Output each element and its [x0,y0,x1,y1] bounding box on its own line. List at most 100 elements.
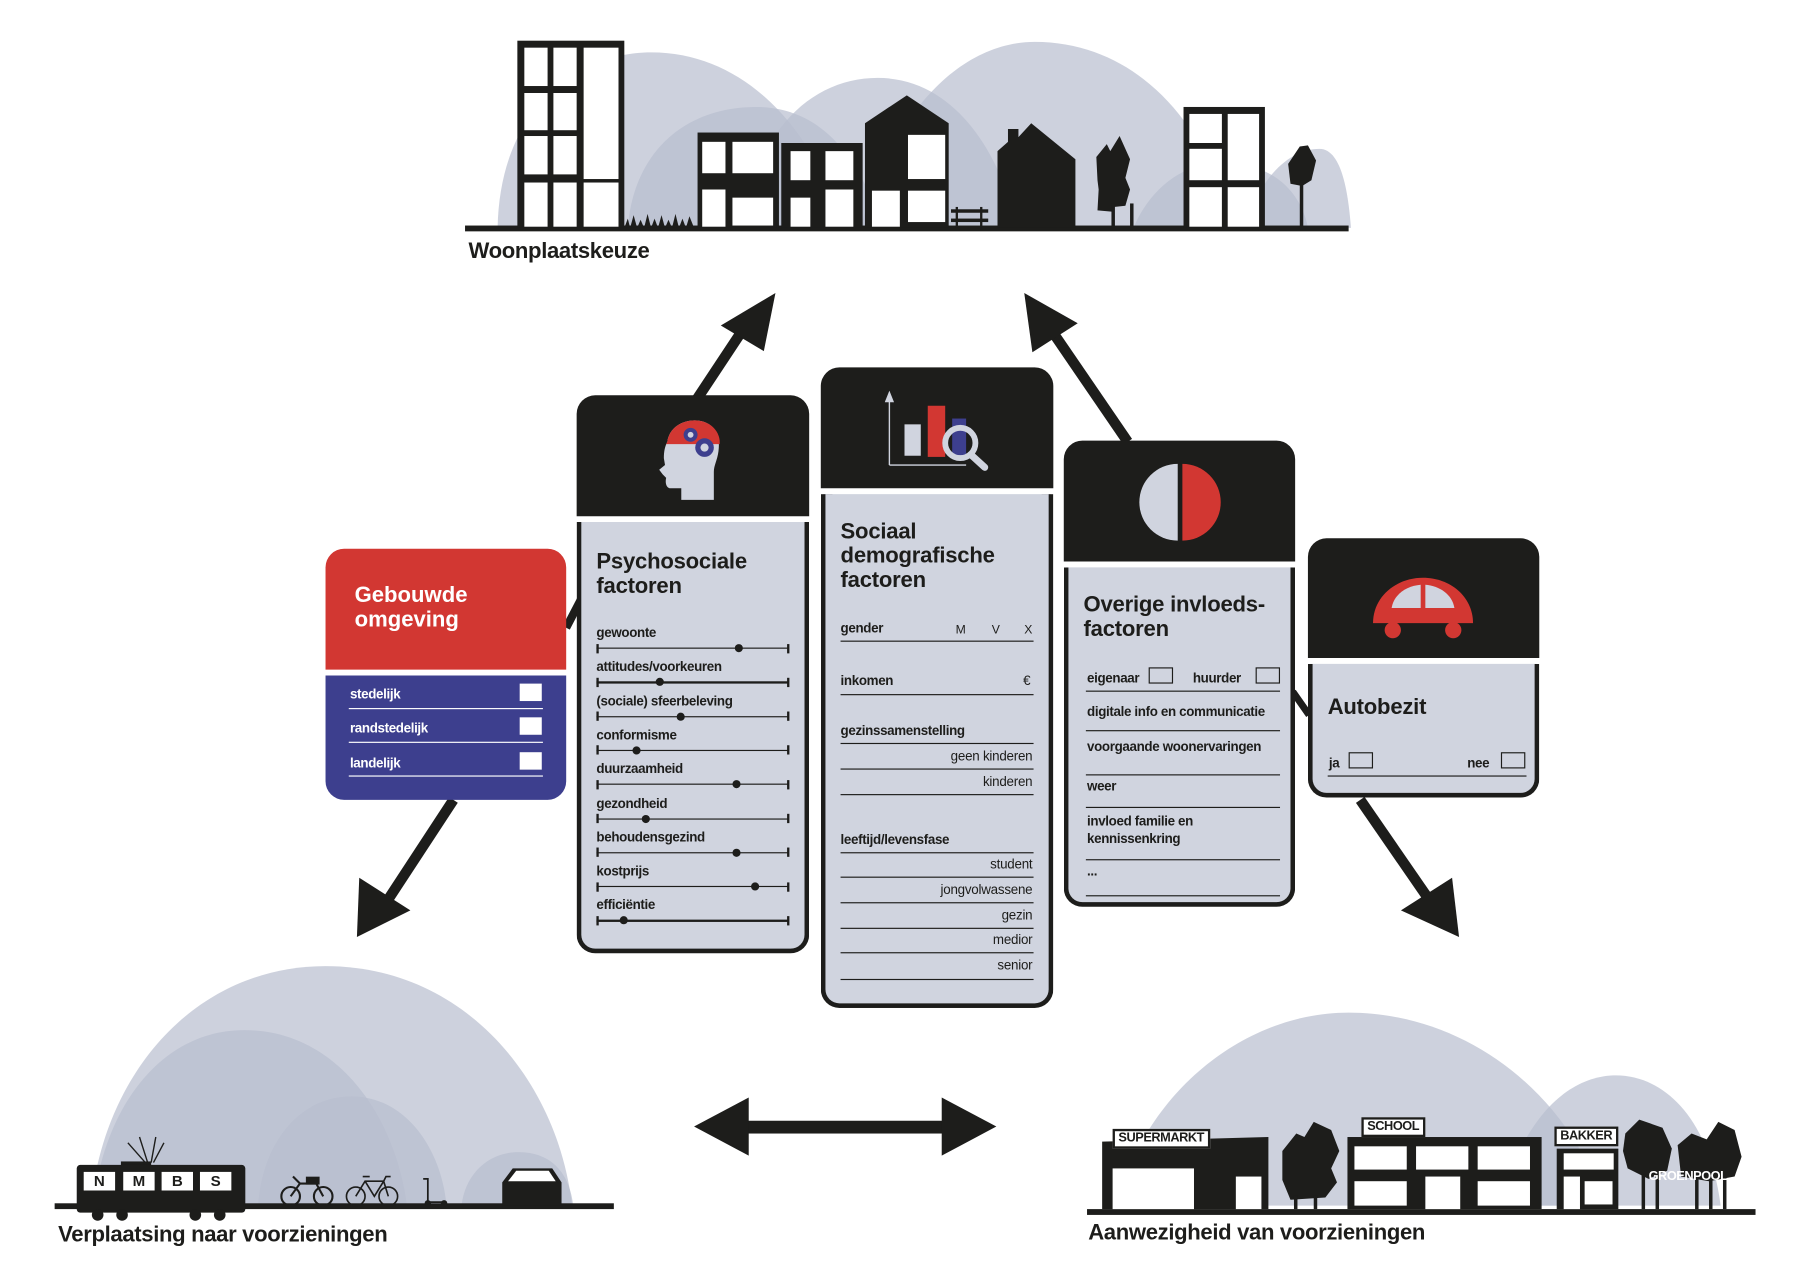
divider [1085,730,1281,732]
half-circle-icon [1139,463,1221,541]
arrowhead [1024,292,1078,353]
train-letter: M [132,1171,146,1190]
slider-knob[interactable] [732,780,741,789]
option-senior[interactable]: senior [997,959,1033,974]
slider-label: conformisme [596,728,677,743]
slider-track[interactable] [596,920,789,922]
bar-chart-magnifier-icon [884,390,989,471]
gezinssamenstelling-label: gezinssamenstelling [840,724,965,739]
apartment-building-icon [1183,106,1265,228]
arrow-to-woonplaatskeuze-left [687,324,749,410]
bicycle-icon [345,1175,399,1207]
gender-option-m[interactable]: M [955,623,966,638]
slider-knob[interactable] [732,848,741,857]
slider-end-cap [787,779,789,790]
arrowhead [720,292,776,352]
slider-track[interactable] [596,886,789,888]
row-house-icon [781,142,863,228]
option-medior[interactable]: medior [992,933,1033,948]
bottom-left-illustration [54,966,614,1221]
option-gezin[interactable]: gezin [1001,909,1033,924]
tree-icon [1622,1119,1742,1210]
checkbox-nee[interactable] [1500,752,1526,769]
gender-option-v[interactable]: V [991,623,1000,638]
train-letter: B [171,1171,183,1190]
eigenaar-label: eigenaar [1087,671,1140,686]
slider-knob[interactable] [751,882,760,891]
ja-label: ja [1328,756,1340,771]
slider-knob[interactable] [734,644,743,653]
divider [840,794,1034,796]
range-arc [1243,148,1351,228]
overige-header [1063,440,1296,562]
house-chimney-icon [997,123,1076,228]
slider-knob[interactable] [655,678,664,687]
divider [840,876,1034,879]
slider-end-cap [596,813,599,824]
checkbox-eigenaar[interactable] [1148,667,1174,684]
slider-end-cap [787,916,789,926]
slider-end-cap [787,643,789,653]
overige-item: invloed familie en kennissenkring [1087,814,1193,847]
autobezit-header [1307,538,1540,659]
slider-track[interactable] [596,851,789,854]
slider-knob[interactable] [642,814,651,823]
overige-item: digitale info en communicatie [1087,705,1265,720]
checkbox-randstedelijk[interactable] [519,717,542,735]
slider-knob[interactable] [676,712,685,721]
top-scene-label: Woonplaatskeuze [468,239,650,264]
option-geen-kinderen[interactable]: geen kinderen [950,749,1033,764]
divider [840,852,1034,854]
groenpool-label: GROENPOOL [1648,1169,1728,1184]
slider-end-cap [787,745,789,755]
divider [840,768,1034,770]
inkomen-input-line[interactable] [840,694,1034,696]
apartment-building-icon [517,40,625,228]
slider-label: efficiëntie [596,899,655,914]
slider-label: kostprijs [596,865,650,880]
slider-track[interactable] [596,749,789,752]
slider-end-cap [787,881,789,892]
divider [840,978,1034,981]
connector-line [1289,689,1312,717]
arrowhead [1400,877,1460,938]
slider-knob[interactable] [619,916,628,925]
slider-track[interactable] [596,647,789,650]
option-student[interactable]: student [990,857,1033,872]
checkbox-landelijk[interactable] [519,752,542,770]
slider-track[interactable] [596,715,789,718]
slider-track[interactable] [596,681,789,684]
option-jongvolwassene[interactable]: jongvolwassene [940,883,1033,898]
autobezit-body: Autobezit ja nee [1307,663,1540,798]
slider-label: (sociale) sfeerbeleving [596,694,733,709]
supermarket-building-icon [1102,1137,1269,1210]
train-letter: S [210,1171,221,1190]
slider-end-cap [787,677,789,687]
arrowhead-right [941,1097,997,1156]
gender-label: gender [840,621,884,636]
checkbox-ja[interactable] [1348,752,1374,769]
option-kinderen[interactable]: kinderen [982,775,1033,790]
school-building-icon [1347,1137,1542,1210]
tree-icon [1096,136,1134,228]
divider [348,775,543,777]
option-label: randstedelijk [349,721,428,736]
checkbox-huurder[interactable] [1255,667,1281,684]
slider-end-cap [596,745,599,755]
overige-body: Overige invloeds-factoren eigenaar huurd… [1063,567,1296,907]
slider-track[interactable] [596,817,789,820]
scooter-icon [423,1178,448,1207]
nee-label: nee [1467,756,1490,771]
divider [1327,775,1527,777]
slider-track[interactable] [596,783,789,786]
checkbox-stedelijk[interactable] [519,683,542,702]
divider [1085,859,1281,861]
gender-option-x[interactable]: X [1024,623,1033,638]
slider-knob[interactable] [632,746,641,755]
